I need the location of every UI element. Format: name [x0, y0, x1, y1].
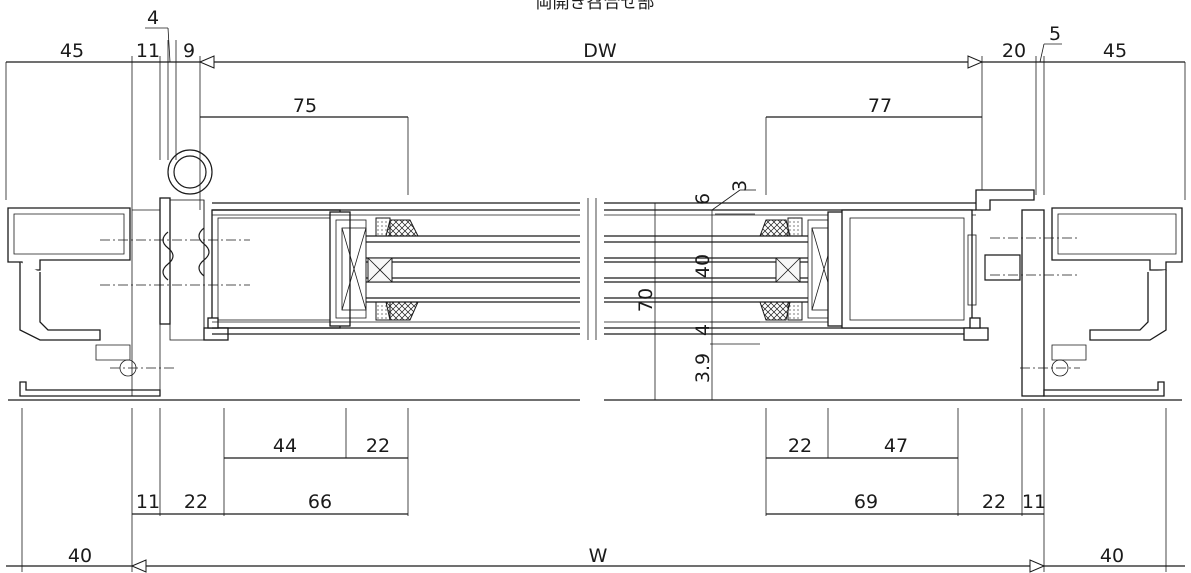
dim-glass-40: 40: [692, 254, 714, 278]
dim-bottom-right-22-lower: 22: [982, 491, 1006, 513]
right-sash-frame: [807, 189, 1035, 341]
left-hinge: [159, 149, 213, 341]
dim-right-20: 20: [1002, 40, 1026, 62]
dim-bottom-left-11: 11: [136, 491, 160, 513]
dim-bottom-left-22-lower: 22: [184, 491, 208, 513]
part-number-5: 5: [1049, 23, 1061, 45]
dim-bottom-right-22-upper: 22: [788, 435, 812, 457]
left-sash-frame: [203, 209, 367, 341]
break-marks: [587, 198, 597, 340]
drawing-title: 両開き召合せ部: [536, 0, 655, 13]
dim-bottom-left-44: 44: [273, 435, 297, 457]
dim-bottom-right-11: 11: [1022, 491, 1046, 513]
dim-bottom-left-22-upper: 22: [366, 435, 390, 457]
dim-bottom-right-47: 47: [884, 435, 908, 457]
dim-left-45: 45: [60, 40, 84, 62]
top-dimension-lines: [5, 27, 1186, 210]
bottom-dimension-lines: [6, 408, 1185, 573]
left-outer-frame: [7, 207, 161, 397]
dim-bottom-right-69: 69: [854, 491, 878, 513]
part-number-4: 4: [147, 7, 159, 29]
dim-glass-3: 3: [729, 180, 751, 192]
right-outer-frame: [967, 207, 1183, 397]
dim-glass-3-9: 3.9: [692, 353, 714, 383]
dim-glass-6: 6: [692, 193, 714, 205]
dim-bottom-left-40: 40: [68, 545, 92, 567]
dim-w: W: [589, 545, 608, 567]
dim-bottom-right-40: 40: [1100, 545, 1124, 567]
glass-dimension-lines: [654, 189, 760, 400]
dim-right-45: 45: [1103, 40, 1127, 62]
dim-left-11: 11: [136, 40, 160, 62]
center-lines: [100, 237, 1080, 377]
dim-left-9: 9: [183, 40, 195, 62]
dim-glass-70: 70: [635, 288, 657, 312]
dim-dw: DW: [583, 40, 617, 62]
dim-glass-4: 4: [692, 324, 714, 336]
dim-bottom-left-66: 66: [308, 491, 332, 513]
dim-left-75: 75: [293, 95, 317, 117]
dim-right-77: 77: [868, 95, 892, 117]
glazing-left: [212, 202, 580, 335]
